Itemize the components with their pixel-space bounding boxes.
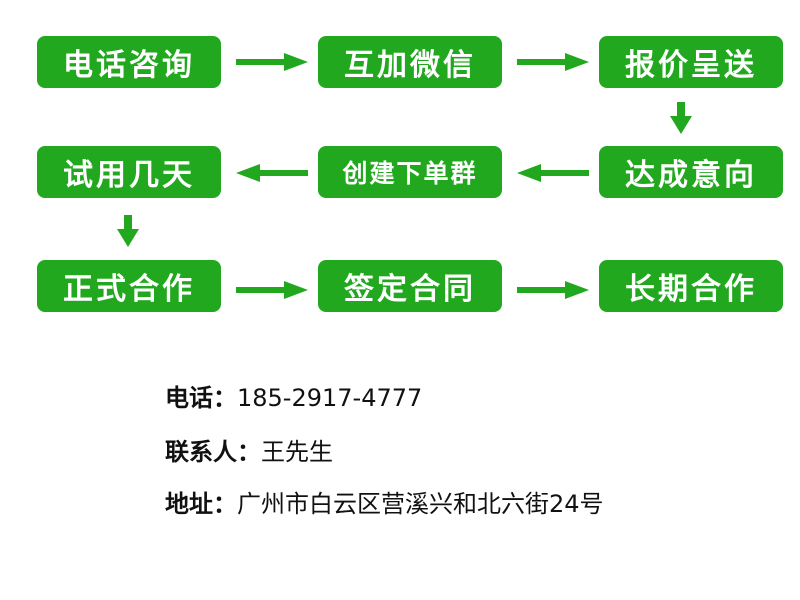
step-send-quote: 报价呈送 [599, 36, 783, 88]
step-create-order-group: 创建下单群 [318, 146, 502, 198]
arrow-right-icon [517, 281, 589, 299]
arrow-down-icon [117, 215, 139, 247]
step-long-term-cooperation: 长期合作 [599, 260, 783, 312]
phone-label: 电话： [165, 384, 237, 412]
arrow-right-icon [236, 53, 308, 71]
arrow-down-icon [670, 102, 692, 134]
step-phone-consult: 电话咨询 [37, 36, 221, 88]
arrow-left-icon [517, 164, 589, 182]
arrow-right-icon [517, 53, 589, 71]
contact-person: 联系人：王先生 [165, 432, 333, 467]
step-add-wechat: 互加微信 [318, 36, 502, 88]
step-reach-intent: 达成意向 [599, 146, 783, 198]
arrow-right-icon [236, 281, 308, 299]
arrow-left-icon [236, 164, 308, 182]
step-sign-contract: 签定合同 [318, 260, 502, 312]
contact-address: 地址：广州市白云区营溪兴和北六街24号 [165, 484, 604, 519]
phone-value: 185-2917-4777 [237, 384, 423, 412]
step-formal-cooperation: 正式合作 [37, 260, 221, 312]
step-trial-days: 试用几天 [37, 146, 221, 198]
person-value: 王先生 [261, 438, 333, 466]
contact-phone: 电话：185-2917-4777 [165, 378, 422, 413]
address-label: 地址： [165, 490, 237, 518]
person-label: 联系人： [165, 438, 261, 466]
address-value: 广州市白云区营溪兴和北六街24号 [237, 490, 604, 518]
